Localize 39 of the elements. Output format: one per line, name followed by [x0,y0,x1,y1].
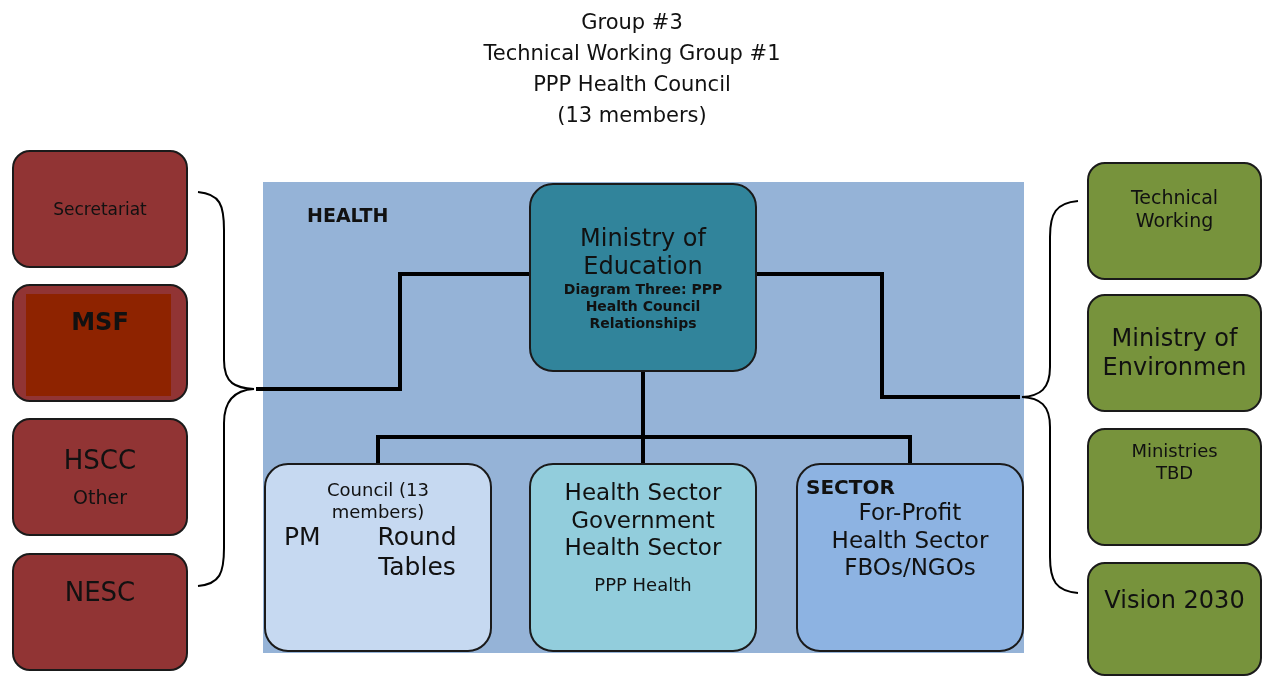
node-text: Health Sector Government Health Sector [563,479,723,562]
node-text: Vision 2030 [1104,586,1245,615]
node-text: Ministry of Environmen [1101,324,1248,382]
org-box [1087,162,1262,280]
node-text: HEALTH [307,204,389,227]
node-text: Ministries TBD [1130,440,1219,484]
node-text: Other [73,486,127,509]
org-box [1087,562,1262,676]
node-text: MSF [71,308,129,337]
node-text: NESC [64,577,136,609]
heading-line: Group #3 [580,9,684,35]
node-text: Ministry of Education [579,223,708,282]
heading-line: PPP Health Council [532,71,732,97]
org-box [1087,428,1262,546]
org-box [529,463,757,652]
connector-line [757,272,1020,399]
connector-line [256,272,529,391]
node-text: HSCC [63,445,137,477]
org-box [1087,294,1262,412]
node-text: PM [284,522,321,553]
node-text: Council (13 members) [326,479,430,523]
node-text: PPP Health [594,573,692,596]
org-box [12,150,188,268]
heading-line: Technical Working Group #1 [482,40,782,66]
node-text: Secretariat [53,198,147,220]
node-text: Technical Working [1129,186,1220,232]
node-text: Round Tables [376,522,458,583]
node-text: SECTOR [806,475,895,499]
org-box [529,183,757,372]
sector-panel [263,182,1024,653]
node-text: For-Profit Health Sector FBOs/NGOs [830,499,990,582]
org-box [12,418,188,536]
org-box [264,463,492,652]
org-box [12,284,188,402]
node-text: Diagram Three: PPP Health Council Relationships [562,281,724,332]
org-box [796,463,1024,652]
connector-line [641,372,912,463]
heading-line: (13 members) [556,102,708,128]
org-box [12,553,188,671]
